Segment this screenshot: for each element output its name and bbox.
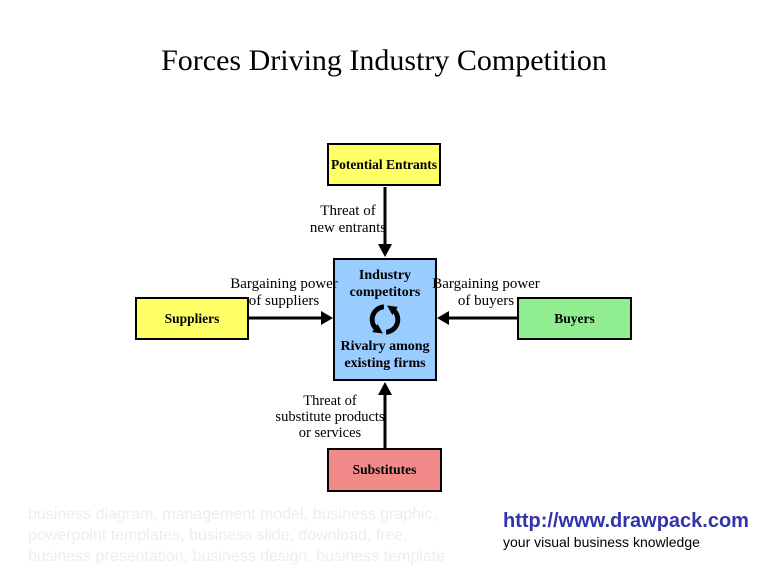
cycle-arrows-icon bbox=[369, 304, 401, 335]
threat-substitutes-label: Threat of substitute products or service… bbox=[275, 393, 385, 441]
potential-entrants-box: Potential Entrants bbox=[327, 143, 441, 186]
substitutes-label: Substitutes bbox=[352, 462, 417, 477]
buyers-box: Buyers bbox=[517, 297, 632, 340]
page-title: Forces Driving Industry Competition bbox=[161, 44, 607, 77]
bargaining-buyers-arrow bbox=[437, 311, 517, 325]
drawpack-url-link[interactable]: http://www.drawpack.com bbox=[503, 510, 749, 532]
threat-new-entrants-label: Threat of new entrants bbox=[309, 203, 387, 236]
bargaining-suppliers-arrow bbox=[249, 311, 333, 325]
drawpack-tagline: your visual business knowledge bbox=[503, 534, 700, 550]
suppliers-box: Suppliers bbox=[135, 297, 249, 340]
industry-competitors-label: Industry competitors bbox=[349, 268, 421, 300]
substitutes-box: Substitutes bbox=[327, 448, 442, 492]
rivalry-label: Rivalry among existing firms bbox=[340, 339, 430, 371]
keyword-watermark: business diagram, management model, busi… bbox=[28, 506, 446, 565]
industry-competitors-box: Industry competitors Rivalry among exist… bbox=[333, 258, 437, 381]
suppliers-label: Suppliers bbox=[164, 310, 220, 326]
potential-entrants-label: Potential Entrants bbox=[330, 156, 438, 172]
buyers-label: Buyers bbox=[554, 310, 595, 326]
bargaining-buyers-label: Bargaining power of buyers bbox=[432, 276, 540, 309]
bargaining-suppliers-label: Bargaining power of suppliers bbox=[230, 276, 338, 309]
